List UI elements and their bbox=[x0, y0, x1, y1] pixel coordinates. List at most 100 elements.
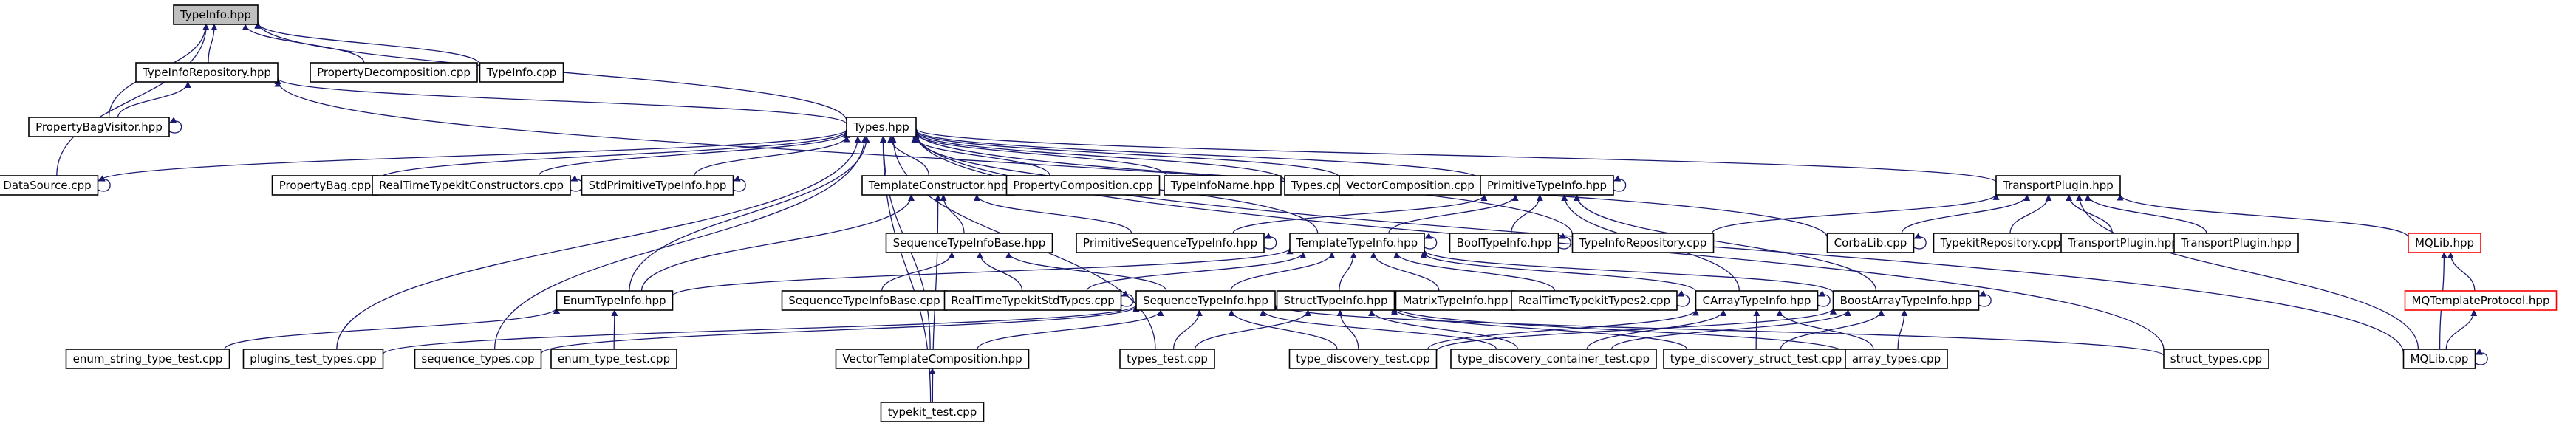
node-label: CArrayTypeInfo.hpp bbox=[1703, 294, 1811, 307]
edge-sequence-types-cpp-to-sequencetypeinfo-hpp bbox=[540, 305, 1140, 354]
node-label: BoostArrayTypeInfo.hpp bbox=[1840, 294, 1972, 307]
node-types-hpp[interactable]: Types.hpp bbox=[846, 117, 917, 137]
node-sequencetypeinfo-hpp[interactable]: SequenceTypeInfo.hpp bbox=[1135, 290, 1276, 311]
node-plugins-test-types-cpp[interactable]: plugins_test_types.cpp bbox=[242, 349, 384, 369]
edge-corbalib-cpp-to-corbalib-cpp bbox=[1913, 233, 1927, 250]
edge-realtimetypekitconstructors-cpp-to-types-hpp bbox=[538, 131, 850, 176]
node-vectortemplatecomposition-hpp[interactable]: VectorTemplateComposition.hpp bbox=[835, 349, 1030, 369]
edge-type-discovery-test-cpp-to-boostarraytypeinfo-hpp bbox=[1435, 307, 1837, 351]
edge-type-discovery-container-test-cpp-to-boostarraytypeinfo-hpp bbox=[1610, 309, 1851, 350]
edge-mqlib-cpp-to-transportplugin-hpp bbox=[2076, 194, 2419, 350]
node-templateconstructor-hpp[interactable]: TemplateConstructor.hpp bbox=[861, 175, 1015, 196]
node-structtypeinfo-hpp[interactable]: StructTypeInfo.hpp bbox=[1276, 290, 1395, 311]
node-types-test-cpp[interactable]: types_test.cpp bbox=[1119, 349, 1215, 369]
node-box bbox=[1832, 290, 1980, 311]
node-label: TransportPlugin.hpp bbox=[2067, 236, 2179, 250]
node-transportplugin-hpp-c[interactable]: TransportPlugin.hpp bbox=[2173, 233, 2299, 253]
node-propertydecomposition-cpp[interactable]: PropertyDecomposition.cpp bbox=[310, 62, 478, 83]
node-box bbox=[1933, 233, 2068, 253]
node-sequencetypeinfobase-hpp[interactable]: SequenceTypeInfoBase.hpp bbox=[885, 233, 1053, 253]
node-primitivesequencetypeinfo-hpp[interactable]: PrimitiveSequenceTypeInfo.hpp bbox=[1076, 233, 1265, 253]
edge-typeinfo-cpp-to-typeinfo-hpp bbox=[254, 21, 481, 65]
node-label: enum_type_test.cpp bbox=[558, 352, 670, 366]
node-struct-types-cpp[interactable]: struct_types.cpp bbox=[2163, 349, 2269, 369]
edge-type-discovery-struct-test-cpp-to-structtypeinfo-hpp bbox=[1391, 308, 1688, 350]
node-label: StdPrimitiveTypeInfo.hpp bbox=[589, 179, 727, 192]
node-vectorcomposition-cpp[interactable]: VectorComposition.cpp bbox=[1339, 175, 1482, 196]
node-realtimetypekitstdtypes-cpp[interactable]: RealTimeTypekitStdTypes.cpp bbox=[943, 290, 1122, 311]
node-box bbox=[28, 117, 170, 137]
node-label: type_discovery_test.cpp bbox=[1296, 352, 1429, 366]
node-templatetypeinfo-hpp[interactable]: TemplateTypeInfo.hpp bbox=[1289, 233, 1425, 253]
node-realtimetypekitconstructors-cpp[interactable]: RealTimeTypekitConstructors.cpp bbox=[372, 175, 571, 196]
node-typekitrepository-cpp[interactable]: TypekitRepository.cpp bbox=[1933, 233, 2068, 253]
node-typeinforepository-cpp[interactable]: TypeInfoRepository.cpp bbox=[1571, 233, 1715, 253]
edge-transportplugin-hpp-c-to-transportplugin-hpp bbox=[2084, 194, 2207, 234]
node-box bbox=[885, 233, 1053, 253]
edge-datasource-cpp-to-typeinfo-hpp bbox=[56, 24, 210, 176]
node-type-discovery-struct-test-cpp[interactable]: type_discovery_struct_test.cpp bbox=[1663, 349, 1849, 369]
edge-types-test-cpp-to-structtypeinfo-hpp bbox=[1194, 309, 1311, 350]
node-sequence-types-cpp[interactable]: sequence_types.cpp bbox=[414, 349, 542, 369]
edge-type-discovery-struct-test-cpp-to-boostarraytypeinfo-hpp bbox=[1780, 309, 1885, 350]
node-label: VectorTemplateComposition.hpp bbox=[842, 352, 1022, 365]
node-array-types-cpp[interactable]: array_types.cpp bbox=[1845, 349, 1948, 369]
node-type-discovery-test-cpp[interactable]: type_discovery_test.cpp bbox=[1288, 349, 1438, 369]
node-stdprimitivetypeinfo-hpp[interactable]: StdPrimitiveTypeInfo.hpp bbox=[581, 175, 734, 196]
node-propertycomposition-cpp[interactable]: PropertyComposition.cpp bbox=[1005, 175, 1161, 196]
node-realtimetypekittypes2-cpp[interactable]: RealTimeTypekitTypes2.cpp bbox=[1511, 290, 1678, 311]
edge-transportplugin-hpp-to-types-hpp bbox=[912, 128, 1997, 183]
node-boostarraytypeinfo-hpp[interactable]: BoostArrayTypeInfo.hpp bbox=[1832, 290, 1980, 311]
node-typeinfo-hpp[interactable]: TypeInfo.hpp bbox=[173, 4, 259, 25]
edge-primitivesequencetypeinfo-hpp-to-primitivetypeinfo-hpp bbox=[1232, 194, 1488, 234]
node-propertybag-cpp[interactable]: PropertyBag.cpp bbox=[271, 175, 379, 196]
node-carraytypeinfo-hpp[interactable]: CArrayTypeInfo.hpp bbox=[1695, 290, 1819, 311]
node-typekit-test-cpp[interactable]: typekit_test.cpp bbox=[880, 402, 985, 422]
node-corbalib-cpp[interactable]: CorbaLib.cpp bbox=[1826, 233, 1915, 253]
edge-stdprimitivetypeinfo-hpp-to-stdprimitivetypeinfo-hpp bbox=[733, 175, 746, 192]
edge-type-discovery-struct-test-cpp-to-carraytypeinfo-hpp bbox=[1753, 309, 1760, 350]
edge-type-discovery-container-test-cpp-to-carraytypeinfo-hpp bbox=[1586, 309, 1727, 350]
edge-plugins-test-types-cpp-to-sequencetypeinfo-hpp bbox=[382, 304, 1140, 355]
node-enumtypeinfo-hpp[interactable]: EnumTypeInfo.hpp bbox=[556, 290, 674, 311]
node-typeinfoname-hpp[interactable]: TypeInfoName.hpp bbox=[1164, 175, 1282, 196]
node-matrixtypeinfo-hpp[interactable]: MatrixTypeInfo.hpp bbox=[1395, 290, 1516, 311]
node-label: MQLib.cpp bbox=[2411, 352, 2469, 365]
node-enum-type-test-cpp[interactable]: enum_type_test.cpp bbox=[550, 349, 677, 369]
edge-sequencetypeinfobase-cpp-to-sequencetypeinfobase-hpp bbox=[881, 252, 955, 292]
node-primitivetypeinfo-hpp[interactable]: PrimitiveTypeInfo.hpp bbox=[1480, 175, 1614, 196]
node-datasource-cpp[interactable]: DataSource.cpp bbox=[0, 175, 99, 196]
edge-corbalib-cpp-to-transportplugin-hpp bbox=[1901, 194, 2031, 234]
node-box bbox=[556, 290, 674, 311]
node-propertybagvisitor-hpp[interactable]: PropertyBagVisitor.hpp bbox=[28, 117, 170, 137]
node-box bbox=[1135, 290, 1276, 311]
edge-realtimetypekittypes2-cpp-to-templatetypeinfo-hpp bbox=[1393, 252, 1556, 292]
node-transportplugin-hpp[interactable]: TransportPlugin.hpp bbox=[1995, 175, 2121, 196]
node-box bbox=[2404, 290, 2558, 311]
node-label: PrimitiveSequenceTypeInfo.hpp bbox=[1083, 236, 1257, 250]
edge-primitivesequencetypeinfo-hpp-to-primitivesequencetypeinfo-hpp bbox=[1263, 233, 1277, 250]
node-type-discovery-container-test-cpp[interactable]: type_discovery_container_test.cpp bbox=[1450, 349, 1657, 369]
node-sequencetypeinfobase-cpp[interactable]: SequenceTypeInfoBase.cpp bbox=[781, 290, 948, 311]
node-label: TemplateConstructor.hpp bbox=[868, 179, 1008, 192]
node-mqlib-cpp[interactable]: MQLib.cpp bbox=[2402, 349, 2476, 369]
node-box bbox=[1119, 349, 1215, 369]
node-label: TransportPlugin.hpp bbox=[2002, 179, 2114, 192]
node-box bbox=[479, 62, 564, 83]
node-label: TypeInfoName.hpp bbox=[1170, 179, 1274, 192]
node-typeinforepository-hpp[interactable]: TypeInfoRepository.hpp bbox=[135, 62, 279, 83]
node-booltypeinfo-hpp[interactable]: BoolTypeInfo.hpp bbox=[1449, 233, 1559, 253]
node-typeinfo-cpp[interactable]: TypeInfo.cpp bbox=[479, 62, 564, 83]
node-label: sequence_types.cpp bbox=[421, 352, 534, 366]
node-box bbox=[1395, 290, 1516, 311]
node-transportplugin-hpp-b[interactable]: TransportPlugin.hpp bbox=[2060, 233, 2186, 253]
node-mqtemplateprotocol-hpp[interactable]: MQTemplateProtocol.hpp bbox=[2404, 290, 2558, 311]
node-box bbox=[1276, 290, 1395, 311]
node-box bbox=[581, 175, 734, 196]
node-enum-string-type-test-cpp[interactable]: enum_string_type_test.cpp bbox=[65, 349, 230, 369]
node-box bbox=[943, 290, 1122, 311]
node-label: PropertyBag.cpp bbox=[279, 179, 372, 192]
edge-enum-string-type-test-cpp-to-enumtypeinfo-hpp bbox=[224, 306, 560, 350]
node-mqlib-hpp[interactable]: MQLib.hpp bbox=[2408, 233, 2481, 253]
